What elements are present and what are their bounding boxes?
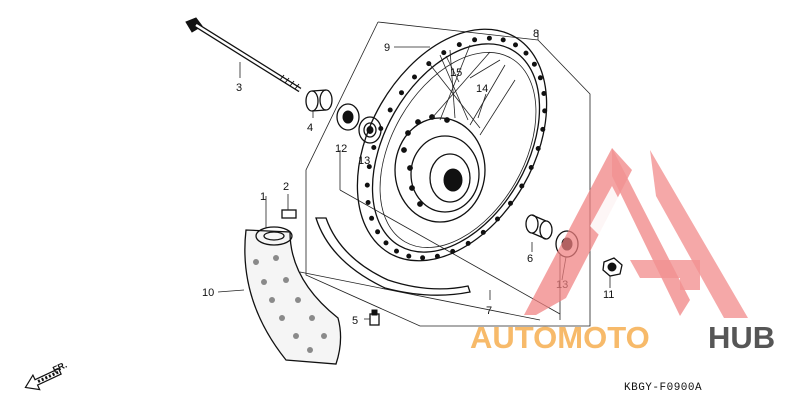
spoke-hole: [450, 248, 456, 254]
dust-seal: [336, 103, 360, 131]
callout-11: 11: [603, 289, 614, 301]
spoke-hole: [371, 145, 377, 150]
spoke-hole: [365, 200, 371, 205]
brake-shoe-seal: [315, 217, 471, 296]
callout-8: 8: [533, 28, 539, 40]
spoke-hole: [495, 216, 500, 222]
spoke-hole: [456, 42, 462, 48]
spoke-hole: [434, 253, 440, 259]
axle: [185, 17, 302, 93]
front-direction-label: FR.: [51, 360, 68, 375]
spoke-hole: [387, 107, 393, 113]
spoke-hole: [541, 91, 547, 96]
automotohub-logo-icon: [524, 148, 748, 318]
spoke-hole: [540, 126, 546, 132]
front-direction-arrow-icon: [24, 367, 62, 391]
right-collar: [525, 214, 553, 240]
spoke-hole: [366, 164, 372, 170]
side-collar: [305, 89, 333, 112]
spoke-hole: [523, 50, 529, 56]
spoke-hole: [420, 255, 426, 261]
spoke-hole: [441, 50, 447, 56]
spoke-hole: [394, 248, 399, 254]
callout-7: 7: [486, 305, 492, 317]
callout-12: 12: [335, 143, 347, 155]
radial-ball-bearing-left: [358, 116, 382, 144]
callout-2: 2: [283, 181, 289, 193]
callout-3: 3: [236, 82, 242, 94]
spoke-hole: [375, 229, 381, 235]
spoke-hole: [378, 126, 384, 131]
spoke-hole: [480, 229, 486, 235]
rim-band: [281, 209, 297, 219]
spoke-hole: [513, 42, 518, 48]
callout-9: 9: [384, 42, 390, 54]
spoke-hole: [369, 215, 375, 221]
spoke-hole: [537, 75, 543, 81]
spoke-hole: [500, 37, 506, 43]
callout-5: 5: [352, 315, 358, 327]
spoke-hole: [364, 182, 370, 188]
tire: [244, 229, 342, 365]
spoke-hole: [528, 165, 534, 170]
spoke-hole: [486, 35, 492, 41]
callout-labels: 1 2 3 4 5 6 7 8 9 10 11 12 13 13 14 15: [202, 28, 614, 327]
spoke-hole: [508, 200, 513, 206]
spoke-hole: [399, 90, 404, 96]
wheel-rim-assembly: [356, 28, 548, 262]
callout-10: 10: [202, 287, 214, 299]
watermark-brand-prefix: AUTOMOTO: [470, 320, 650, 355]
spoke-hole: [519, 183, 525, 189]
axle-nut: [602, 257, 623, 277]
callout-14: 14: [476, 83, 488, 95]
watermark-brand-suffix: HUB: [708, 320, 775, 355]
callout-1: 1: [260, 191, 266, 203]
spoke-hole: [465, 240, 471, 246]
spoke-hole: [406, 253, 412, 259]
inner-tube: [255, 226, 293, 246]
callout-15: 15: [450, 67, 462, 79]
spoke-hole: [472, 37, 478, 43]
spoke-hole: [542, 108, 548, 114]
callout-6: 6: [527, 253, 533, 265]
callout-4: 4: [307, 122, 313, 134]
spoke-hole: [531, 61, 537, 67]
valve-cap: [369, 309, 380, 326]
diagram-code: KBGY-F0900A: [624, 382, 702, 394]
spoke-hole: [383, 240, 389, 246]
callout-13-left: 13: [358, 155, 370, 167]
spoke-hole: [535, 146, 541, 151]
spoke-hole: [412, 74, 417, 80]
